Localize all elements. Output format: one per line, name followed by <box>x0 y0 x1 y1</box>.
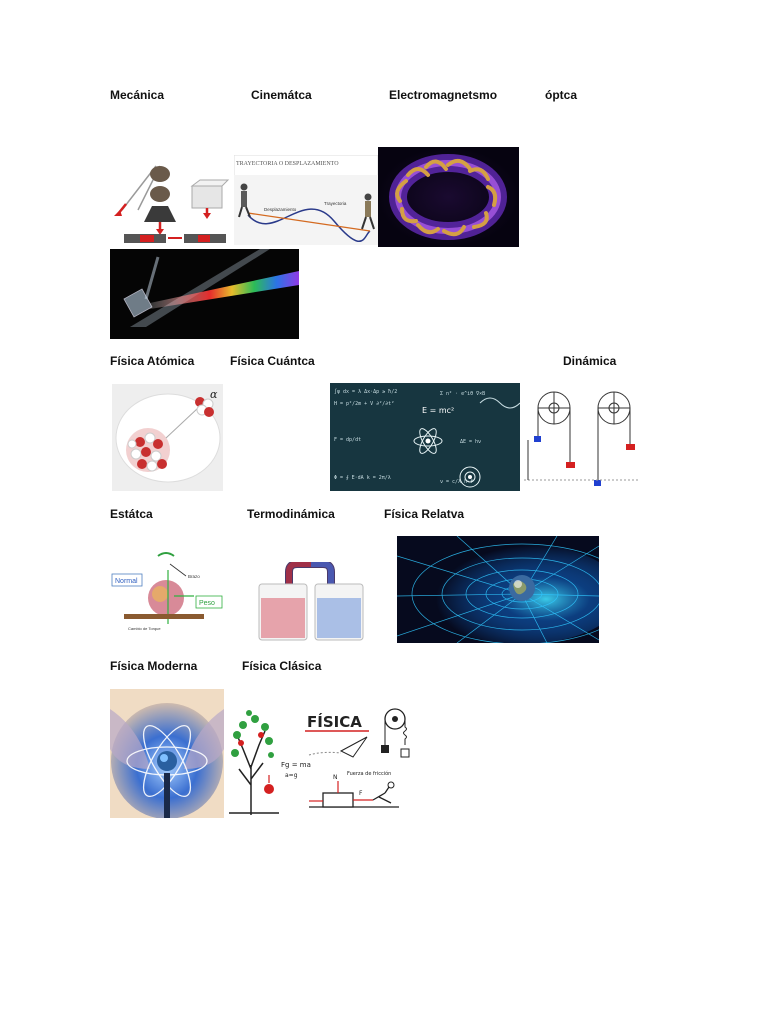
image-electromagnetismo <box>378 147 519 247</box>
normal-label: Normal <box>115 578 138 585</box>
label-dinamica: Dinámica <box>563 354 617 368</box>
label-fisica-relativa: Física Relatva <box>384 507 465 521</box>
formula-ag: a=g <box>285 772 298 779</box>
formula-fg: Fg = ma <box>281 761 311 769</box>
label-fisica-clasica: Física Clásica <box>242 659 322 673</box>
svg-text:Σ n² · e^iθ ∇×B: Σ n² · e^iθ ∇×B <box>440 391 485 397</box>
svg-text:ΔE = hν: ΔE = hν <box>460 439 481 445</box>
cinematica-desplazamiento: Desplazamiento <box>264 207 297 212</box>
image-fisica-cuantica: ∫ψ dx = λ Δx·Δp ≥ ħ/2 H = p²/2m + V ∂²/∂… <box>330 383 520 491</box>
svg-text:F = dp/dt: F = dp/dt <box>334 437 361 443</box>
brazo-label: Brazo <box>188 574 200 579</box>
label-estatica: Estátca <box>110 507 153 521</box>
torque-label: Cambio de Torque <box>128 626 161 631</box>
label-optica: óptca <box>545 88 578 102</box>
label-mecanica: Mecánica <box>110 88 165 102</box>
image-dinamica <box>524 384 638 491</box>
image-termodinamica <box>255 562 370 642</box>
image-fisica-atomica: α <box>112 384 223 491</box>
cinematica-trayectoria: Trayectoria <box>324 201 347 206</box>
cinematica-title: TRAYECTORIA O DESPLAZAMIENTO <box>236 161 339 167</box>
force-f: F <box>359 790 363 797</box>
label-termodinamica: Termodinámica <box>247 507 335 521</box>
label-cinematica: Cinemátca <box>251 88 312 102</box>
svg-text:H = p²/2m + V ∂²/∂t²: H = p²/2m + V ∂²/∂t² <box>334 401 394 407</box>
friccion-label: Fuerza de fricción <box>347 770 391 777</box>
image-mecanica <box>110 160 232 246</box>
emc2-formula: E = mc² <box>422 406 454 415</box>
image-optica <box>110 249 299 339</box>
svg-text:∫ψ dx = λ Δx·Δp ≥ ħ/2: ∫ψ dx = λ Δx·Δp ≥ ħ/2 <box>334 388 397 395</box>
image-cinematica: TRAYECTORIA O DESPLAZAMIENTO Trayectoria… <box>234 155 378 245</box>
label-fisica-moderna: Física Moderna <box>110 659 198 673</box>
svg-text:ν = c/λ h·f: ν = c/λ h·f <box>440 479 473 485</box>
alpha-symbol: α <box>210 388 218 401</box>
image-estatica: Brazo Normal Peso Cambio de Torque <box>110 550 230 640</box>
fisica-title: FÍSICA <box>307 712 362 731</box>
image-fisica-relativa <box>397 536 599 643</box>
svg-text:Φ = ∮ E·dA k = 2π/λ: Φ = ∮ E·dA k = 2π/λ <box>334 475 391 481</box>
label-fisica-cuantica: Física Cuántca <box>230 354 315 368</box>
label-fisica-atomica: Física Atómica <box>110 354 195 368</box>
label-electromagnetismo: Electromagnetsmo <box>389 88 498 102</box>
image-fisica-moderna <box>110 689 224 818</box>
image-fisica-clasica: FÍSICA Fg = ma a=g Fuerza de fricción N … <box>229 705 410 815</box>
normal-n: N <box>333 774 338 781</box>
peso-label: Peso <box>199 600 215 607</box>
